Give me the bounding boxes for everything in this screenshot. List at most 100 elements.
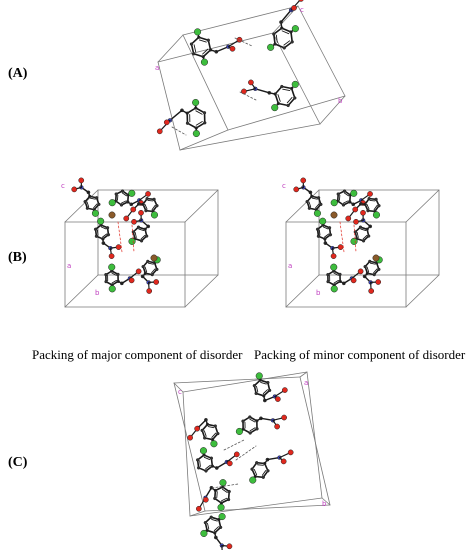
carbon-atom [202,111,207,115]
ring-bond-inner [198,39,207,43]
oxygen-atom [337,244,344,250]
oxygen-atom [123,215,130,222]
chlorine-atom [128,189,136,197]
ring-bond [281,85,293,90]
ring-bond-inner [343,200,349,204]
carbon-atom [141,264,145,269]
cell-edge [173,382,184,393]
oxygen-atom [248,79,254,86]
carbon-atom [116,272,120,277]
hydrogen-bond [353,224,357,253]
ring-bond-inner [366,204,370,210]
cell-edge [405,189,440,223]
carbon-atom [226,497,231,502]
cell-edge [405,274,440,308]
carbon-atom [119,203,124,207]
substituent-bond [280,9,292,23]
ring-bond-inner [199,460,201,467]
ring-bond [274,43,286,49]
carbon-atom [248,431,252,435]
cell-edge [179,129,229,151]
ring-bond-inner [373,268,378,274]
chlorine-atom [108,285,116,293]
ring-bond-inner [356,232,359,238]
carbon-atom [342,189,347,193]
ring-bond-inner [102,233,108,238]
carbon-atom [145,196,149,201]
chlorine-atom [350,237,358,245]
ring-bond-inner [151,205,156,211]
axis-label: c [178,388,182,396]
oxygen-atom [153,279,160,285]
carbon-atom [104,272,108,277]
carbon-atom [293,96,297,100]
oxygen-atom [293,186,300,193]
carbon-atom [261,475,265,479]
carbon-atom [146,259,150,264]
carbon-atom [213,496,217,501]
ring-bond-inner [221,488,228,493]
oxygen-atom [71,186,78,193]
axis-label: b [95,289,100,297]
carbon-atom [203,520,208,525]
oxygen-atom [78,177,85,184]
oxygen-atom [274,423,280,430]
carbon-atom [367,196,371,201]
substituent-bond [169,109,183,122]
ring-bond-inner [315,203,320,209]
oxygen-atom [202,496,209,503]
ring-bond [186,107,197,115]
cell-edge [173,376,301,384]
ring-bond-inner [257,464,264,466]
carbon-atom [185,121,190,125]
carbon-atom [326,272,330,277]
carbon-atom [282,46,286,50]
ring-bond [287,97,296,107]
chlorine-atom [319,217,327,225]
cell-edge [227,95,346,131]
chlorine-atom [210,440,218,448]
oxygen-atom [163,119,170,126]
ring-bond [197,36,210,42]
carbon-atom [189,42,194,46]
hydrogen-bond [339,221,345,253]
oxygen-atom [367,191,373,197]
cell-edge [272,32,321,125]
chlorine-atom [291,80,299,88]
carbon-atom [203,121,207,125]
ring-bond-inner [147,199,154,202]
ring-bond-inner [275,34,278,43]
carbon-atom [106,233,111,237]
ring-bond-inner [249,418,256,423]
carbon-atom [316,196,321,200]
chlorine-atom [200,529,208,537]
ring-bond-inner [286,96,293,104]
carbon-atom [85,206,90,210]
ring-bond-inner [89,197,96,200]
carbon-atom [104,279,108,284]
carbon-atom [280,84,284,89]
cell-edge [64,274,99,308]
carbon-atom [204,469,208,473]
axis-label: a [155,64,159,72]
ring-bond-inner [86,201,90,208]
carbon-atom [94,234,99,238]
hydrogen-bond [223,439,245,451]
carbon-atom [248,415,252,419]
cell-edge [184,274,219,308]
carbon-atom [144,209,148,213]
chlorine-atom [192,98,200,107]
panel-label-b: (B) [8,250,27,265]
oxygen-atom [130,206,137,213]
ring-bond-inner [195,121,203,126]
carbon-atom [152,197,156,201]
carbon-atom [93,227,98,231]
ring-bond-inner [193,44,197,53]
carbon-atom [120,189,125,193]
axis-label: b [316,289,321,297]
oxygen-atom [131,218,137,225]
carbon-atom [213,424,217,428]
axis-label: b [338,97,343,105]
disordered-atom [108,211,116,219]
cell-edge [173,382,206,512]
